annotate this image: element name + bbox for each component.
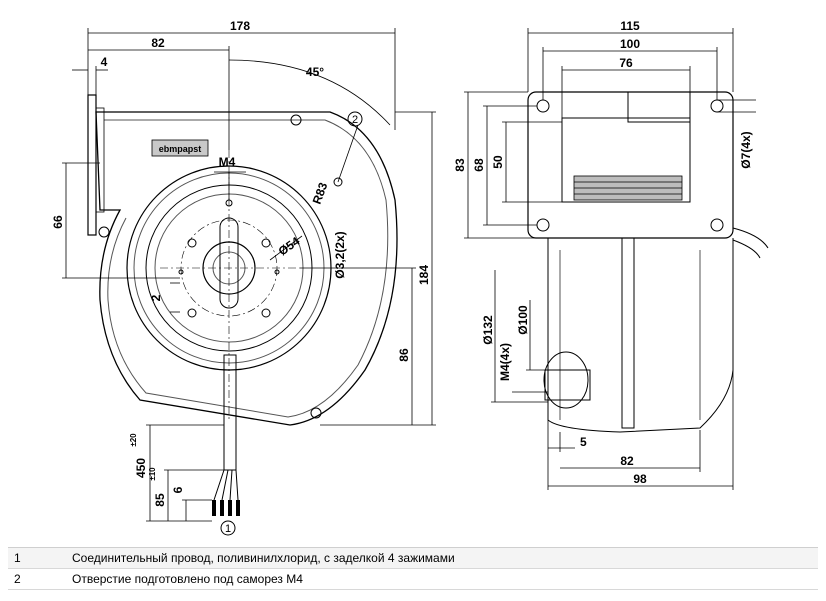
dim-86: 86 <box>397 348 411 362</box>
dim-cable-85: 85 <box>153 493 167 507</box>
dim-cable-6: 6 <box>171 486 185 493</box>
side-inlet <box>543 351 589 409</box>
dim-178: 178 <box>230 19 250 33</box>
dim-100-dia: Ø100 <box>516 305 530 335</box>
dim-cable-85-tol: ±10 <box>148 467 157 481</box>
dim-45-deg: 45° <box>306 65 324 79</box>
legend-table: 1 Соединительный провод, поливинилхлорид… <box>8 547 818 590</box>
callout-2 <box>347 111 363 127</box>
dim-82-side: 82 <box>620 454 634 468</box>
dim-66: 66 <box>51 215 65 229</box>
callout-2-label: 2 <box>352 114 358 126</box>
technical-drawing: ebmpapst <box>51 19 769 536</box>
brand-label: ebmpapst <box>159 144 202 154</box>
brand-plate <box>151 139 209 157</box>
dim-132: Ø132 <box>481 315 495 345</box>
dim-m4: M4 <box>219 155 236 169</box>
dim-50: 50 <box>491 155 505 169</box>
dim-hole-3-2: Ø3,2(2x) <box>333 231 347 278</box>
housing-outline <box>95 111 398 426</box>
dim-54: Ø54 <box>276 234 303 259</box>
dim-115: 115 <box>620 19 640 33</box>
legend-number: 1 <box>14 551 21 565</box>
dim-5: 5 <box>580 435 587 449</box>
legend-row: 1 Соединительный провод, поливинилхлорид… <box>8 548 818 569</box>
dim-82: 82 <box>151 36 165 50</box>
dim-184: 184 <box>417 265 431 285</box>
cable <box>212 354 240 516</box>
legend-text: Соединительный провод, поливинилхлорид, … <box>72 551 455 565</box>
screw-hole <box>98 226 110 238</box>
callout-1 <box>220 520 236 536</box>
legend-text: Отверстие подготовлено под саморез М4 <box>72 572 303 586</box>
dim-hole-7: Ø7(4x) <box>739 131 753 168</box>
screw-hole <box>290 114 302 126</box>
legend-number: 2 <box>14 572 21 586</box>
dim-cable-450-tol: ±20 <box>129 433 138 447</box>
dim-100: 100 <box>620 37 640 51</box>
dim-r83: R83 <box>310 180 331 206</box>
dim-2: 2 <box>149 294 163 301</box>
dim-98: 98 <box>633 472 647 486</box>
dim-83: 83 <box>453 158 467 172</box>
dim-cable-450: 450 <box>134 458 148 478</box>
dim-76: 76 <box>619 56 633 70</box>
dim-4: 4 <box>101 55 108 69</box>
front-view: ebmpapst <box>51 19 436 536</box>
dim-m4-4x: M4(4x) <box>498 343 512 381</box>
callout-1-label: 1 <box>225 523 231 535</box>
screw-hole <box>333 177 343 187</box>
motor-body <box>561 117 691 203</box>
side-flange <box>527 91 734 239</box>
screw-hole <box>310 407 322 419</box>
legend-row: 2 Отверстие подготовлено под саморез М4 <box>8 569 818 590</box>
dim-68: 68 <box>472 158 486 172</box>
side-view: 115 100 76 83 68 50 Ø7(4x) Ø132 <box>453 19 769 490</box>
